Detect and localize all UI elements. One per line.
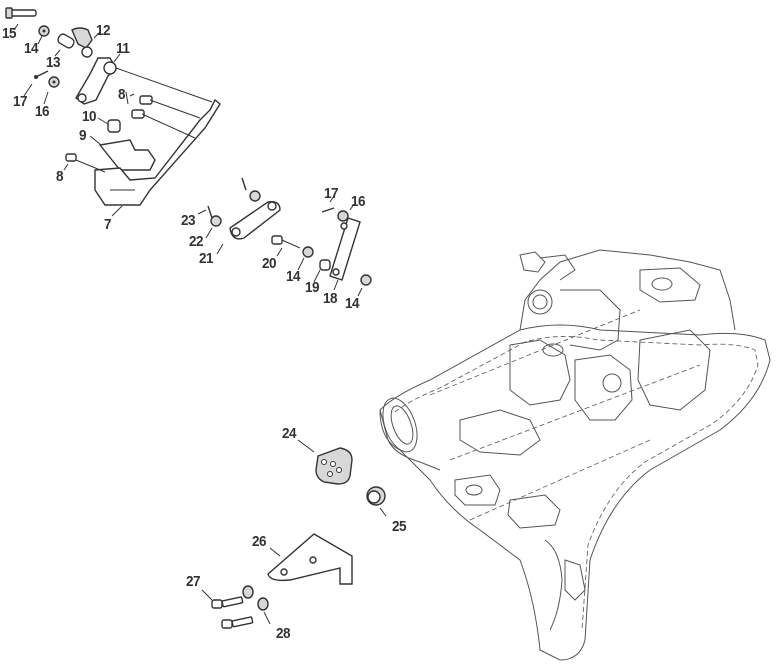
cotter-17-top xyxy=(34,70,49,79)
link-18 xyxy=(329,217,361,281)
callout-16: 16 xyxy=(351,193,366,210)
callout-8: 8 xyxy=(118,86,126,103)
guide-line xyxy=(149,99,201,119)
washer-22 xyxy=(210,190,261,227)
cotter-pin-23 xyxy=(207,177,247,219)
leader-lines xyxy=(13,23,387,625)
bolt-27 xyxy=(211,596,254,629)
callout-17: 17 xyxy=(324,185,339,202)
callout-25: 25 xyxy=(392,518,407,535)
callout-18: 18 xyxy=(323,290,338,307)
callout-14: 14 xyxy=(345,295,360,312)
callout-21: 21 xyxy=(199,250,214,267)
bracket-7 xyxy=(94,98,221,206)
callout-24: 24 xyxy=(282,425,297,442)
callout-10: 10 xyxy=(82,108,97,125)
washer-14-right xyxy=(360,274,372,286)
callout-16: 16 xyxy=(35,103,50,120)
collar-19 xyxy=(319,259,331,271)
plug-25 xyxy=(366,486,386,506)
callout-13: 13 xyxy=(46,54,61,71)
guide-line xyxy=(75,159,106,173)
callout-22: 22 xyxy=(189,233,204,250)
guide-line xyxy=(115,67,213,103)
washer-14-top xyxy=(38,25,50,37)
shift-lever-12 xyxy=(57,27,93,58)
callout-14: 14 xyxy=(24,40,39,57)
callout-12: 12 xyxy=(96,22,111,39)
callout-17: 17 xyxy=(13,93,28,110)
callout-26: 26 xyxy=(252,533,267,550)
bolt-8-top xyxy=(131,95,153,119)
cap-10 xyxy=(107,119,121,133)
callout-20: 20 xyxy=(262,255,277,272)
washer-16-top xyxy=(48,76,60,88)
guide-line xyxy=(141,113,196,139)
engine-cowl-assembly xyxy=(379,249,771,661)
callout-19: 19 xyxy=(305,279,320,296)
callout-9: 9 xyxy=(79,127,87,144)
washer-28 xyxy=(242,585,269,611)
bolt-20 xyxy=(271,235,301,249)
callout-11: 11 xyxy=(116,40,130,57)
link-21 xyxy=(229,200,281,240)
grommet-24 xyxy=(315,447,353,485)
callout-28: 28 xyxy=(276,625,291,642)
callout-7: 7 xyxy=(104,216,112,233)
washer-16-mid xyxy=(337,210,349,222)
cotter-17-mid xyxy=(321,207,335,213)
bracket-26 xyxy=(267,533,353,585)
plate-9 xyxy=(98,139,156,171)
pin-15 xyxy=(5,7,37,19)
callout-23: 23 xyxy=(181,212,196,229)
callout-14: 14 xyxy=(286,268,301,285)
callout-15: 15 xyxy=(2,25,17,42)
callout-8: 8 xyxy=(56,168,64,185)
bolt-8-lower xyxy=(65,153,77,162)
callout-27: 27 xyxy=(186,573,201,590)
washer-14-mid xyxy=(302,246,314,258)
lever-11 xyxy=(75,57,117,105)
